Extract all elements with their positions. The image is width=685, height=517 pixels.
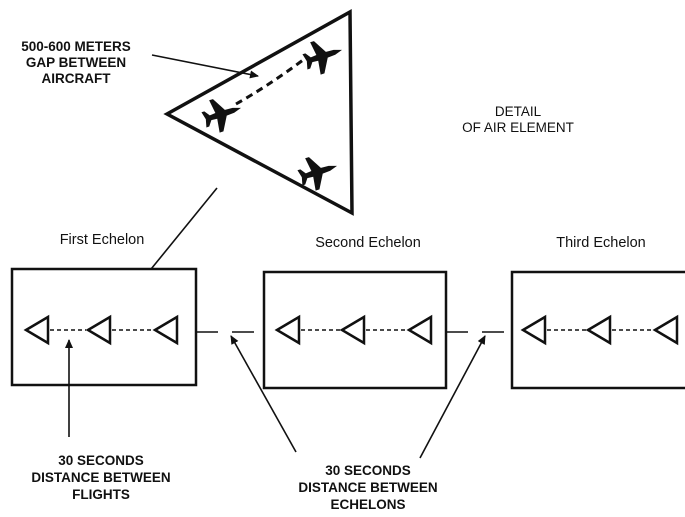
flight-icon bbox=[585, 314, 612, 346]
flight-icon bbox=[339, 314, 366, 346]
flights-label-line1: 30 SECONDS bbox=[58, 453, 144, 468]
air-element-outline bbox=[163, 9, 354, 216]
gap-leader-line bbox=[151, 54, 259, 79]
echelon-label-first: First Echelon bbox=[60, 232, 145, 248]
flight-icon bbox=[23, 314, 50, 346]
echelon-label-second: Second Echelon bbox=[315, 235, 421, 251]
echelon-box-second bbox=[262, 270, 448, 390]
echelons-distance-arrow-right bbox=[419, 335, 486, 459]
echelons-distance-arrow-left bbox=[230, 335, 297, 453]
flight-icon bbox=[406, 314, 433, 346]
gap-label-line2: GAP BETWEEN bbox=[26, 55, 126, 70]
echelon-label-third: Third Echelon bbox=[556, 235, 645, 251]
gap-label-line1: 500-600 METERS bbox=[21, 39, 131, 54]
flight-icon bbox=[652, 314, 679, 346]
flight-icon bbox=[520, 314, 547, 346]
echelons-label-line3: ECHELONS bbox=[330, 497, 405, 512]
gap-label-line3: AIRCRAFT bbox=[42, 71, 112, 86]
gap-label: 500-600 METERS GAP BETWEEN AIRCRAFT bbox=[21, 39, 131, 86]
echelon-box-first bbox=[10, 267, 198, 387]
flight-icon bbox=[274, 314, 301, 346]
echelons-distance-label: 30 SECONDS DISTANCE BETWEEN ECHELONS bbox=[298, 463, 437, 512]
detail-label-line1: DETAIL bbox=[495, 104, 542, 119]
echelons-label-line2: DISTANCE BETWEEN bbox=[298, 480, 437, 495]
detail-label: DETAIL OF AIR ELEMENT bbox=[462, 104, 574, 135]
detail-label-line2: OF AIR ELEMENT bbox=[462, 120, 574, 135]
echelons-label-line1: 30 SECONDS bbox=[325, 463, 411, 478]
flights-label-line3: FLIGHTS bbox=[72, 487, 130, 502]
echelon-box-third bbox=[510, 270, 685, 390]
flight-icon bbox=[85, 314, 112, 346]
aircraft-gap-dashed-line bbox=[235, 58, 304, 106]
flights-label-line2: DISTANCE BETWEEN bbox=[31, 470, 170, 485]
flights-distance-label: 30 SECONDS DISTANCE BETWEEN FLIGHTS bbox=[31, 453, 170, 502]
air-element-detail bbox=[163, 9, 354, 216]
flight-icon bbox=[152, 314, 179, 346]
